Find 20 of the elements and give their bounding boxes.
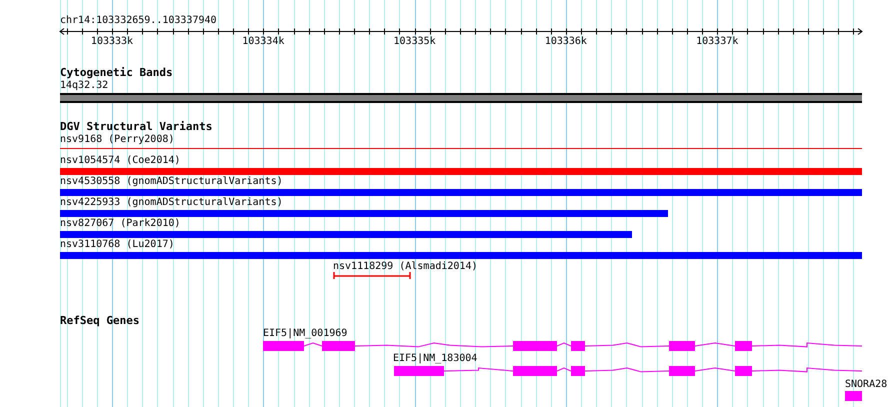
feature-label: nsv827067 (Park2010) — [60, 218, 180, 230]
track-title: RefSeq Genes — [60, 315, 140, 327]
tick-label: 103335k — [394, 36, 436, 48]
track-title: DGV Structural Variants — [60, 121, 212, 133]
feature-label: nsv3110768 (Lu2017) — [60, 239, 174, 251]
feature-label: 14q32.32 — [60, 80, 108, 92]
feature-label: EIF5|NM_183004 — [393, 353, 478, 365]
track-title: Cytogenetic Bands — [60, 67, 173, 79]
feature-label: nsv9168 (Perry2008) — [60, 134, 174, 146]
tick-label: 103334k — [242, 36, 284, 48]
tick-label: 103337k — [696, 36, 738, 48]
locus-title: chr14:103332659..103337940 — [60, 15, 217, 27]
feature-label: EIF5|NM_001969 — [263, 328, 348, 340]
tick-label: 103333k — [90, 36, 134, 48]
feature-label: nsv1054574 (Coe2014) — [60, 155, 180, 167]
tick-label: 103336k — [544, 36, 587, 48]
feature-label: nsv4530558 (gnomADStructuralVariants) — [60, 176, 283, 188]
feature-label: nsv4225933 (gnomADStructuralVariants) — [60, 197, 283, 209]
feature-label: SNORA28 — [845, 379, 888, 391]
feature-label: nsv1118299 (Alsmadi2014) — [333, 261, 478, 273]
